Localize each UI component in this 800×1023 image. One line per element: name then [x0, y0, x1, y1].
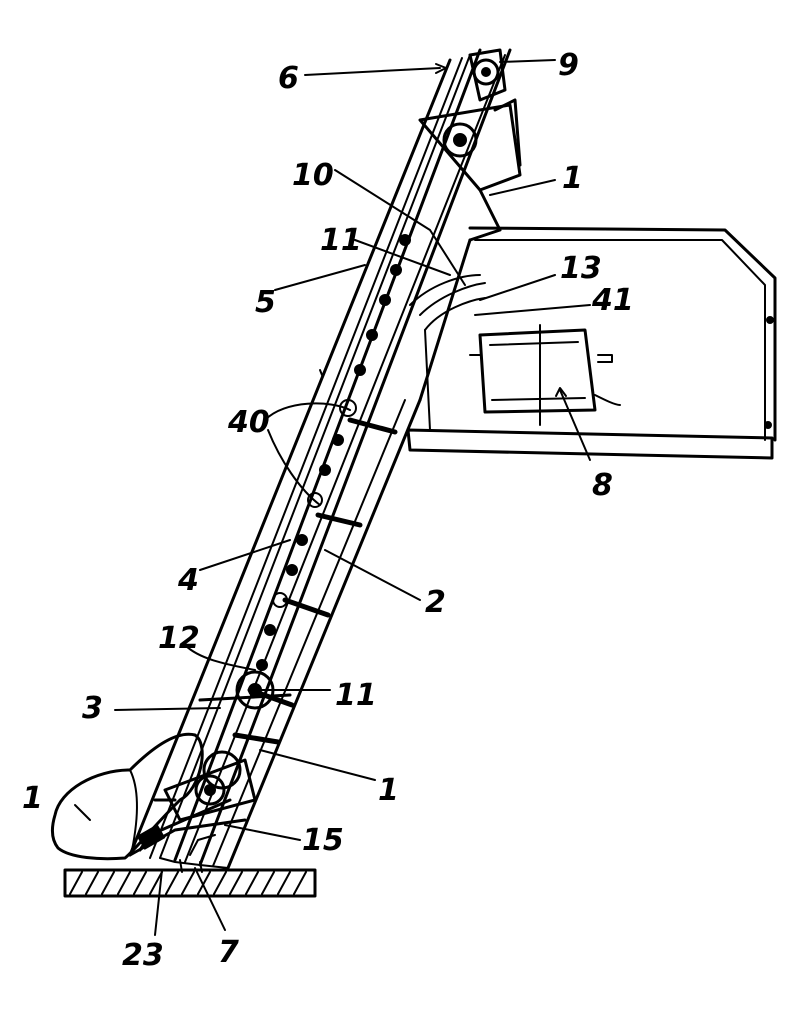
label-8: 8 [592, 468, 613, 503]
ground-plate [63, 868, 317, 898]
label-40: 40 [227, 405, 270, 440]
motor-unit [469, 324, 621, 426]
label-1-right: 1 [378, 773, 399, 808]
top-head [418, 48, 522, 242]
label-6: 6 [278, 61, 299, 96]
label-7: 7 [218, 935, 239, 970]
label-41: 41 [591, 283, 634, 318]
label-12: 12 [158, 621, 200, 656]
label-2: 2 [425, 585, 446, 620]
label-10: 10 [292, 158, 334, 193]
lower-carriage [128, 670, 292, 873]
load-blob [50, 732, 204, 861]
housing [406, 226, 777, 460]
label-3: 3 [82, 691, 103, 726]
label-9: 9 [558, 48, 579, 83]
label-13: 13 [560, 251, 602, 286]
label-15: 15 [302, 823, 344, 858]
chain-rollers [256, 234, 411, 671]
label-11-mid: 11 [335, 678, 377, 713]
label-1-top: 1 [562, 161, 583, 196]
label-1-left: 1 [22, 781, 43, 816]
label-11-top: 11 [320, 223, 362, 258]
label-5: 5 [255, 285, 276, 320]
label-4: 4 [177, 563, 199, 598]
label-23: 23 [122, 938, 164, 973]
leader-lines [74, 59, 591, 936]
reference-numerals: 6 9 10 1 11 13 5 41 8 40 4 2 12 11 3 1 1… [22, 48, 634, 973]
inclined-mast [128, 48, 512, 870]
